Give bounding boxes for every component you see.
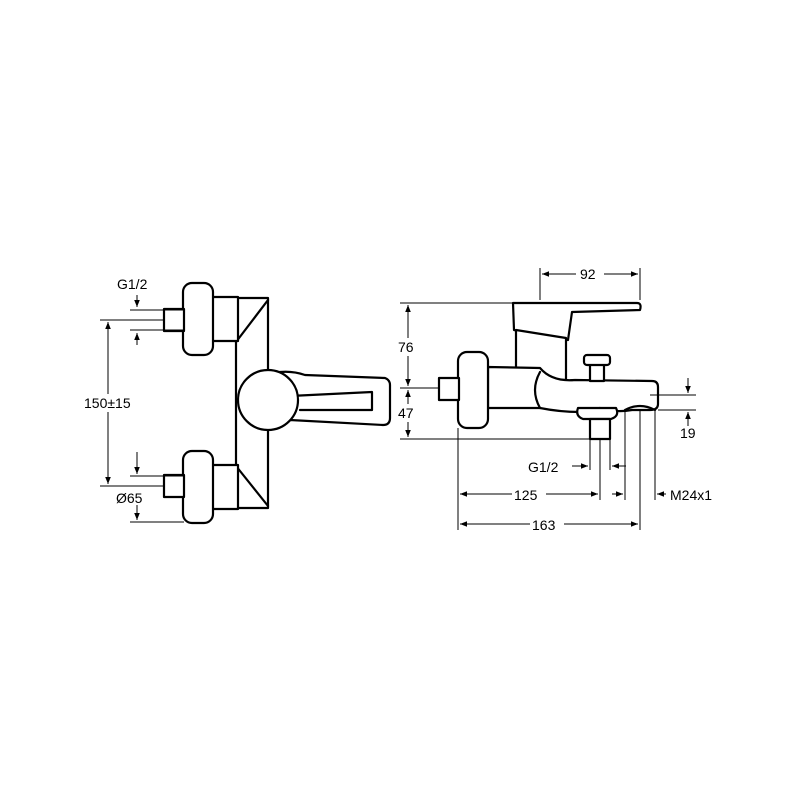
side-spout-offset-label: 19 (680, 425, 696, 441)
side-diverter-knob (582, 353, 612, 367)
front-body-diagonal-top (234, 298, 270, 344)
lower-inlet-thread (162, 473, 186, 499)
upper-inlet-thread (162, 307, 186, 333)
side-wall-flange (456, 350, 490, 430)
front-lever-slot (288, 390, 374, 412)
front-body-diagonal-bottom (234, 464, 270, 508)
side-handle (511, 301, 642, 342)
front-inlet-thread-label: G1/2 (117, 276, 148, 292)
front-flange-diameter-label: Ø65 (116, 490, 143, 506)
front-view (162, 281, 392, 525)
front-cartridge (236, 368, 300, 432)
side-outlet-thread (588, 417, 612, 441)
lower-flange (181, 449, 215, 525)
side-aerator-thread-label: M24x1 (670, 487, 712, 503)
side-view (437, 301, 660, 441)
side-inlet-thread (437, 376, 461, 402)
side-outlet-thread-label: G1/2 (528, 459, 559, 475)
side-outlet-nut (576, 406, 619, 421)
side-body-detail (533, 370, 542, 410)
side-dimensions: 92 76 47 19 G1/2 125 (396, 265, 712, 534)
side-wall-to-outlet-label: 125 (514, 487, 538, 503)
side-total-depth-label: 163 (532, 517, 556, 533)
upper-flange (181, 281, 215, 357)
side-aerator (623, 404, 657, 412)
side-height-below-label: 47 (398, 405, 414, 421)
upper-eccentric (210, 295, 240, 343)
side-handle-reach-label: 92 (580, 266, 596, 282)
side-height-above-label: 76 (398, 339, 414, 355)
lower-eccentric (210, 463, 240, 511)
front-dimensions: G1/2 150±15 Ø65 (84, 276, 184, 523)
front-inlet-spacing-label: 150±15 (84, 395, 131, 411)
side-spout-body (486, 365, 660, 414)
